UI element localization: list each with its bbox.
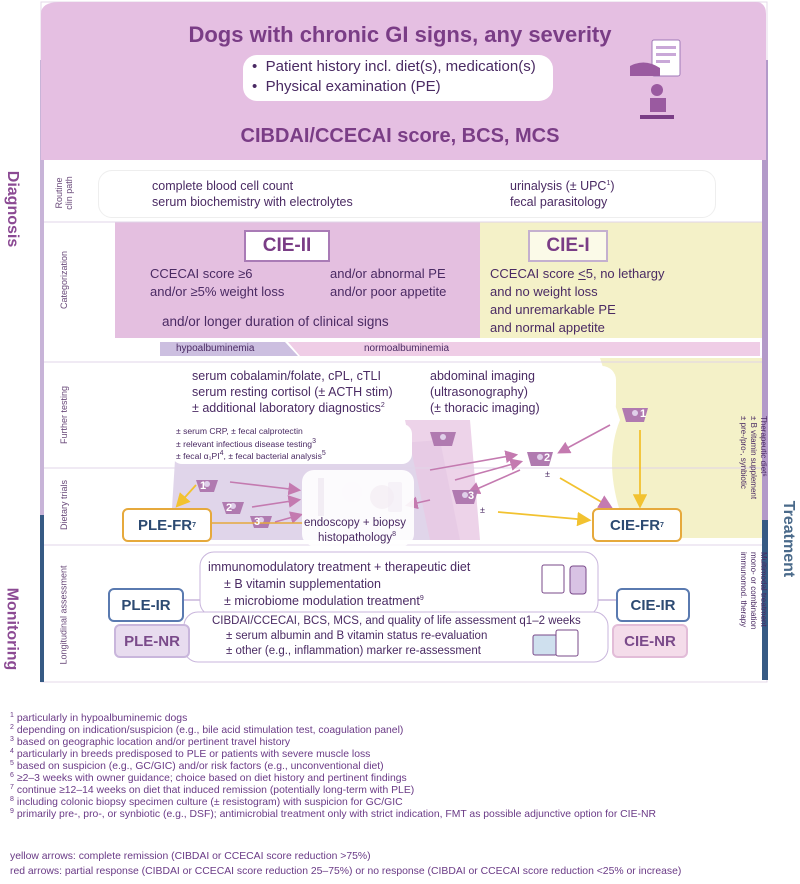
endoscopy-pill (302, 470, 414, 546)
cie1-line: CCECAI score <5, no lethargy (490, 266, 665, 281)
extra-lab-line: ± serum CRP, ± fecal calprotectin (176, 426, 303, 436)
treatment-line: ± microbiome modulation treatment9 (224, 594, 424, 608)
lab-pill (164, 366, 414, 418)
stage-further-testing: Further testing (59, 385, 69, 445)
cie2-label: CIE-II (244, 230, 330, 262)
extra-lab-line: ± fecal α₁PI4, ± fecal bacterial analysi… (176, 450, 326, 461)
history-bullet-text: Patient history incl. diet(s), medicatio… (265, 58, 536, 75)
page-title: Dogs with chronic GI signs, any severity (188, 22, 612, 47)
cie-nr-badge: CIE-NR (612, 624, 688, 658)
side-multimodal: Multimodal treatment mono- or combinatio… (716, 552, 786, 652)
bowl-number: 3 (254, 516, 261, 528)
history-pill (243, 55, 553, 101)
history-bullet: • Physical examination (PE) (252, 78, 441, 95)
cie-ir-badge: CIE-IR (616, 588, 690, 622)
bowl-number: 2 (226, 502, 233, 514)
cie2-line: and/or longer duration of clinical signs (162, 314, 389, 329)
routine-left-line: complete blood cell count (152, 179, 294, 193)
cie2-line: and/or ≥5% weight loss (150, 284, 285, 299)
ple-nr-badge: PLE-NR (114, 624, 190, 658)
therapeutic-diet-line: ± B vitamin supplement (749, 416, 758, 500)
score-line: CIBDAI/CCECAI score, BCS, MCS (240, 125, 560, 147)
treatment-line: ± B vitamin supplementation (224, 577, 381, 591)
stage-categorization: Categorization (59, 250, 70, 310)
lab-line: serum resting cortisol (± ACTH stim) (192, 385, 393, 399)
extra-lab-line: ± relevant infectious disease testing3 (176, 438, 316, 449)
history-bullet: • Patient history incl. diet(s), medicat… (252, 58, 536, 75)
routine-right-line: urinalysis (± UPC1) (510, 179, 615, 193)
imaging-line: (± thoracic imaging) (430, 401, 540, 415)
endoscopy-line: endoscopy + biopsy (304, 517, 406, 529)
side-label-diagnosis: Diagnosis (4, 170, 22, 248)
routine-right-line: fecal parasitology (510, 195, 608, 209)
assessment-line: ± serum albumin and B vitamin status re-… (226, 630, 488, 642)
endoscopy-line: histopathology8 (318, 531, 397, 544)
therapeutic-diet-line: ± pre-/pro-, synbiotic (739, 416, 748, 489)
multimodal-line: Multimodal treatment (759, 552, 768, 627)
cie1-line: and unremarkable PE (490, 302, 616, 317)
bowl-number: 3 (468, 490, 475, 502)
side-label-monitoring: Monitoring (3, 587, 21, 671)
extra-lab-pill (172, 424, 412, 464)
normoalbuminemia-label: normoalbuminemia (364, 343, 450, 354)
bowl-number: 1 (640, 408, 647, 420)
stage-routine-line: Routine (54, 177, 64, 209)
history-bullet-text: Physical examination (PE) (265, 78, 441, 95)
routine-left-line: serum biochemistry with electrolytes (152, 195, 353, 209)
footnote: 6≥2–3 weeks with owner guidance; choice … (10, 772, 407, 785)
plus-minus: ± (480, 505, 485, 515)
cie1-line: and no weight loss (490, 284, 598, 299)
stage-routine-line: clin path (64, 176, 74, 210)
cie2-line: and/or poor appetite (330, 284, 447, 299)
assessment-line: CIBDAI/CCECAI, BCS, MCS, and quality of … (212, 615, 581, 627)
multimodal-line: mono- or combination (749, 552, 758, 630)
imaging-line: (ultrasonography) (430, 385, 528, 399)
routine-pill (98, 170, 716, 218)
cie1-label: CIE-I (528, 230, 608, 262)
stage-longitudinal: Longitudinal assessment (59, 565, 69, 665)
flowchart-background (40, 1, 768, 683)
imaging-pill (420, 366, 616, 418)
assessment-line: ± other (e.g., inflammation) marker re-a… (226, 645, 481, 657)
therapeutic-diet-line: Therapeutic diet⁶ (759, 416, 768, 477)
cie1-line: and normal appetite (490, 320, 605, 335)
lab-line: serum cobalamin/folate, cPL, cTLI (192, 369, 381, 383)
multimodal-line: immunomod. therapy (739, 552, 748, 628)
bowl-number: 2 (544, 452, 551, 464)
cie2-line: CCECAI score ≥6 (150, 266, 253, 281)
plus-minus: ± (545, 469, 550, 479)
treatment-line: immunomodulatory treatment + therapeutic… (208, 560, 471, 574)
hypoalbuminemia-label: hypoalbuminemia (176, 343, 255, 354)
lab-line: ± additional laboratory diagnostics2 (192, 401, 385, 415)
bowl-number: 1 (200, 480, 207, 492)
ple-ir-badge: PLE-IR (108, 588, 184, 622)
side-therapeutic-diet: Therapeutic diet⁶ ± B vitamin supplement… (716, 416, 786, 506)
legend-yellow: yellow arrows: complete remission (CIBDA… (10, 851, 371, 862)
stage-dietary-trials: Dietary trials (59, 479, 70, 531)
imaging-line: abdominal imaging (430, 369, 535, 383)
cie2-line: and/or abnormal PE (330, 266, 446, 281)
legend-red: red arrows: partial response (CIBDAI or … (10, 866, 682, 877)
